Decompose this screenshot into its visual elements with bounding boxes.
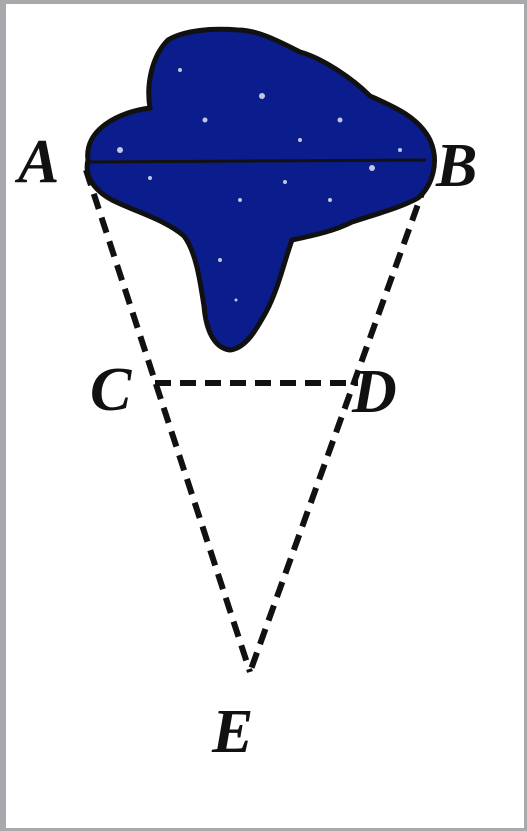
label-B: B	[435, 132, 477, 200]
segment-AB	[85, 158, 427, 164]
segment-AE	[83, 169, 253, 673]
label-E: E	[211, 698, 253, 766]
lake-texture	[117, 68, 402, 302]
label-D: D	[351, 358, 397, 426]
lake-shape	[84, 26, 437, 353]
segment-BE	[247, 180, 429, 674]
label-A: A	[14, 128, 59, 196]
label-C: C	[90, 356, 132, 424]
